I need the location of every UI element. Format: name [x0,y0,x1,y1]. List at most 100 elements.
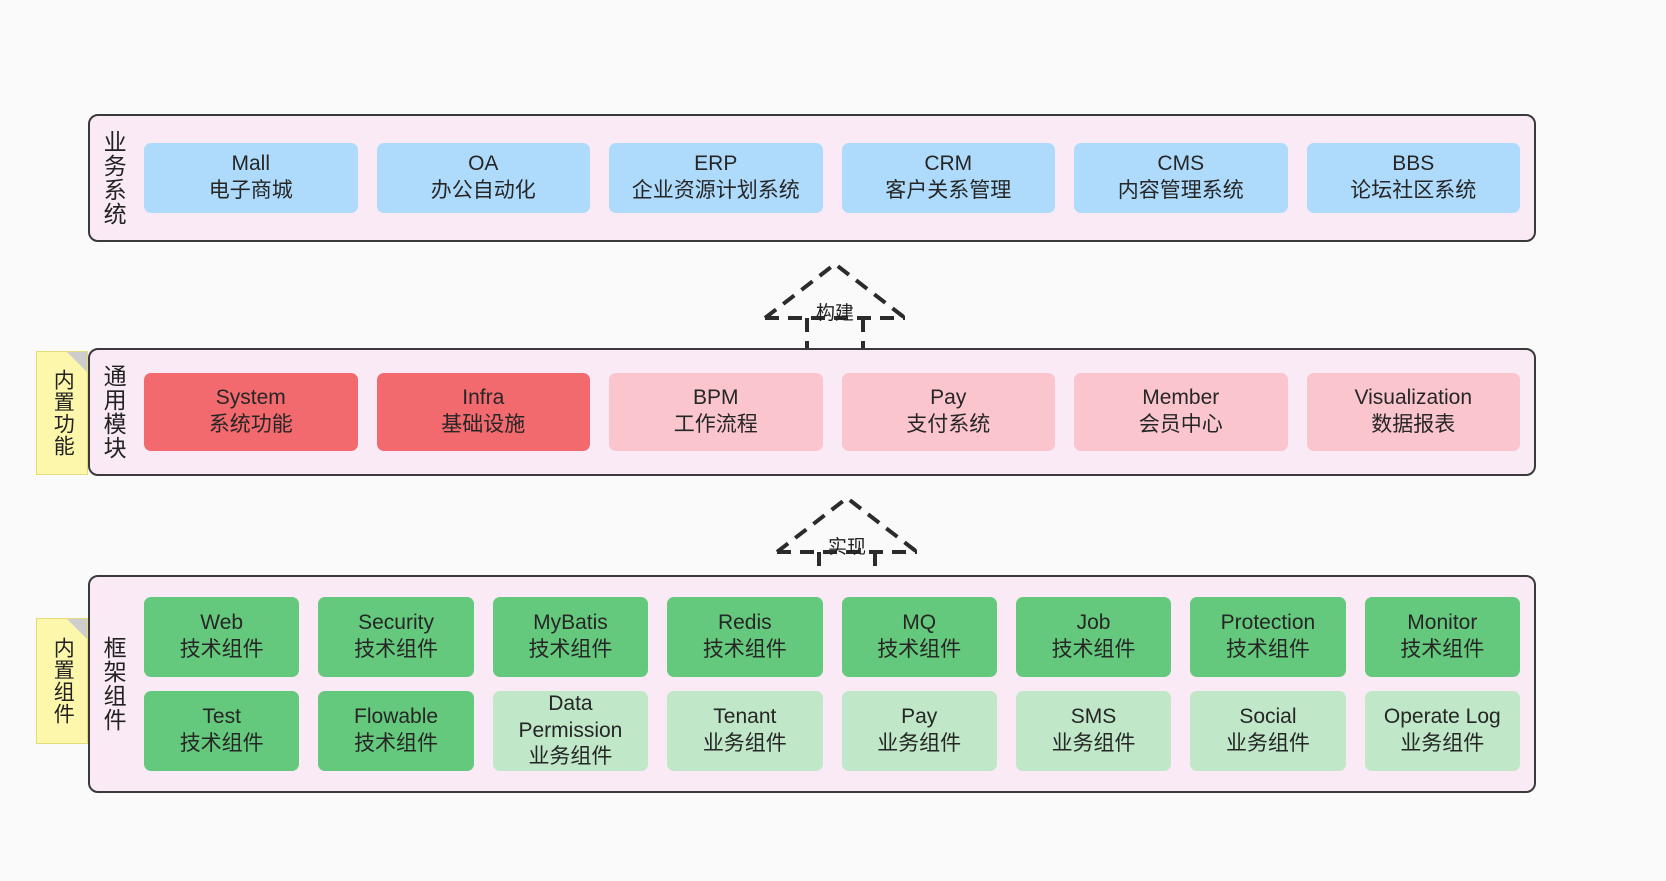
card-subtitle: 系统功能 [208,413,293,436]
connector-label: 实现 [827,537,866,558]
card-subtitle: 业务组件 [528,745,613,769]
card-operate-log[interactable]: Operate Log 业务组件 [1364,691,1520,771]
card-subtitle: 技术组件 [528,638,613,661]
card-flowable[interactable]: Flowable 技术组件 [318,691,474,771]
layer-body-common: System 系统功能 Infra 基础设施 BPM 工作流程 Pay 支付系统… [136,350,1534,474]
card-subtitle: 办公自动化 [430,179,536,202]
card-tenant[interactable]: Tenant 业务组件 [667,691,823,771]
card-system[interactable]: System 系统功能 [144,373,358,451]
card-title: Mall [231,152,270,176]
note-builtin-component: 内置组件 [36,618,88,744]
card-social[interactable]: Social 业务组件 [1190,691,1346,771]
note-label: 内置组件 [51,637,75,725]
card-bpm[interactable]: BPM 工作流程 [609,373,823,451]
card-subtitle: 技术组件 [354,638,439,661]
card-subtitle: 内容管理系统 [1117,179,1244,202]
card-subtitle: 业务组件 [702,732,787,755]
card-subtitle: 技术组件 [702,638,787,661]
connector-realize: 实现 [772,492,922,582]
card-subtitle: 论坛社区系统 [1350,179,1477,202]
card-title: Infra [462,386,505,410]
card-title: Pay [901,705,938,729]
card-redis[interactable]: Redis 技术组件 [667,597,823,677]
card-cms[interactable]: CMS 内容管理系统 [1074,143,1288,213]
card-title: OA [468,152,499,176]
card-subtitle: 业务组件 [877,732,962,755]
card-title: Protection [1220,611,1316,635]
layer-business-systems[interactable]: 业务系统 Mall 电子商城 OA 办公自动化 ERP 企业资源计划系统 CRM… [88,114,1536,242]
card-member[interactable]: Member 会员中心 [1074,373,1288,451]
card-job[interactable]: Job 技术组件 [1015,597,1172,677]
layer-framework-components[interactable]: 框架组件 Web 技术组件 Security 技术组件 MyBatis 技术组件… [88,575,1536,793]
card-title: CMS [1157,152,1205,176]
card-subtitle: 技术组件 [877,638,962,661]
card-subtitle: 业务组件 [1400,732,1485,755]
card-title: Operate Log [1383,705,1501,729]
card-title: Test [202,705,241,729]
card-monitor[interactable]: Monitor 技术组件 [1364,597,1520,677]
card-subtitle: 支付系统 [906,413,991,436]
card-subtitle: 基础设施 [441,413,526,436]
card-subtitle: 工作流程 [673,413,758,436]
layer-common-modules[interactable]: 通用模块 System 系统功能 Infra 基础设施 BPM 工作流程 Pay… [88,348,1536,476]
card-subtitle: 技术组件 [354,732,439,755]
card-subtitle: 电子商城 [208,179,293,202]
card-title: Monitor [1407,611,1478,635]
card-title: Pay [930,386,967,410]
connector-build: 构建 [760,258,910,348]
card-subtitle: 技术组件 [1051,638,1136,661]
connector-label: 构建 [815,303,854,324]
card-data-permission[interactable]: Data Permission 业务组件 [492,691,649,771]
layer-body-framework: Web 技术组件 Security 技术组件 MyBatis 技术组件 Redi… [136,577,1534,791]
card-title: BBS [1392,152,1435,176]
card-test[interactable]: Test 技术组件 [144,691,300,771]
card-protection[interactable]: Protection 技术组件 [1190,597,1346,677]
card-row: System 系统功能 Infra 基础设施 BPM 工作流程 Pay 支付系统… [144,373,1520,451]
card-title: ERP [694,152,738,176]
card-title: Data Permission [518,691,623,742]
card-title: Visualization [1354,386,1473,410]
card-security[interactable]: Security 技术组件 [318,597,474,677]
note-fold-corner-icon [67,352,87,372]
layer-body-business: Mall 电子商城 OA 办公自动化 ERP 企业资源计划系统 CRM 客户关系… [136,116,1534,240]
card-pay[interactable]: Pay 支付系统 [841,373,1055,451]
card-infra[interactable]: Infra 基础设施 [376,373,590,451]
layer-title-business: 业务系统 [100,130,127,226]
card-subtitle: 企业资源计划系统 [631,179,800,202]
card-title: SMS [1070,705,1117,729]
card-pay-biz[interactable]: Pay 业务组件 [841,691,997,771]
card-row: Web 技术组件 Security 技术组件 MyBatis 技术组件 Redi… [144,597,1520,677]
card-subtitle: 技术组件 [179,638,264,661]
card-subtitle: 客户关系管理 [885,179,1012,202]
card-subtitle: 业务组件 [1051,732,1136,755]
card-erp[interactable]: ERP 企业资源计划系统 [609,143,823,213]
card-subtitle: 业务组件 [1225,732,1310,755]
note-builtin-function: 内置功能 [36,351,88,475]
card-mq[interactable]: MQ 技术组件 [841,597,997,677]
card-title: Flowable [354,705,439,729]
card-row: Test 技术组件 Flowable 技术组件 Data Permission … [144,691,1520,771]
card-title: Web [200,611,244,635]
card-crm[interactable]: CRM 客户关系管理 [841,143,1055,213]
card-subtitle: 技术组件 [1225,638,1310,661]
card-oa[interactable]: OA 办公自动化 [376,143,590,213]
layer-title-common: 通用模块 [100,364,127,460]
card-title: CRM [924,152,973,176]
card-title: Tenant [713,705,777,729]
card-title: Redis [717,611,772,635]
card-subtitle: 会员中心 [1138,413,1223,436]
card-mall[interactable]: Mall 电子商城 [144,143,358,213]
card-subtitle: 技术组件 [179,732,264,755]
layer-title-framework: 框架组件 [100,636,127,732]
card-title: Security [358,611,434,635]
card-mybatis[interactable]: MyBatis 技术组件 [492,597,649,677]
card-sms[interactable]: SMS 业务组件 [1015,691,1172,771]
card-bbs[interactable]: BBS 论坛社区系统 [1306,143,1520,213]
card-web[interactable]: Web 技术组件 [144,597,300,677]
generalization-arrow-icon [763,261,907,348]
card-visualization[interactable]: Visualization 数据报表 [1306,373,1520,451]
card-subtitle: 技术组件 [1400,638,1485,661]
card-subtitle: 数据报表 [1371,413,1456,436]
card-title: System [215,386,286,410]
